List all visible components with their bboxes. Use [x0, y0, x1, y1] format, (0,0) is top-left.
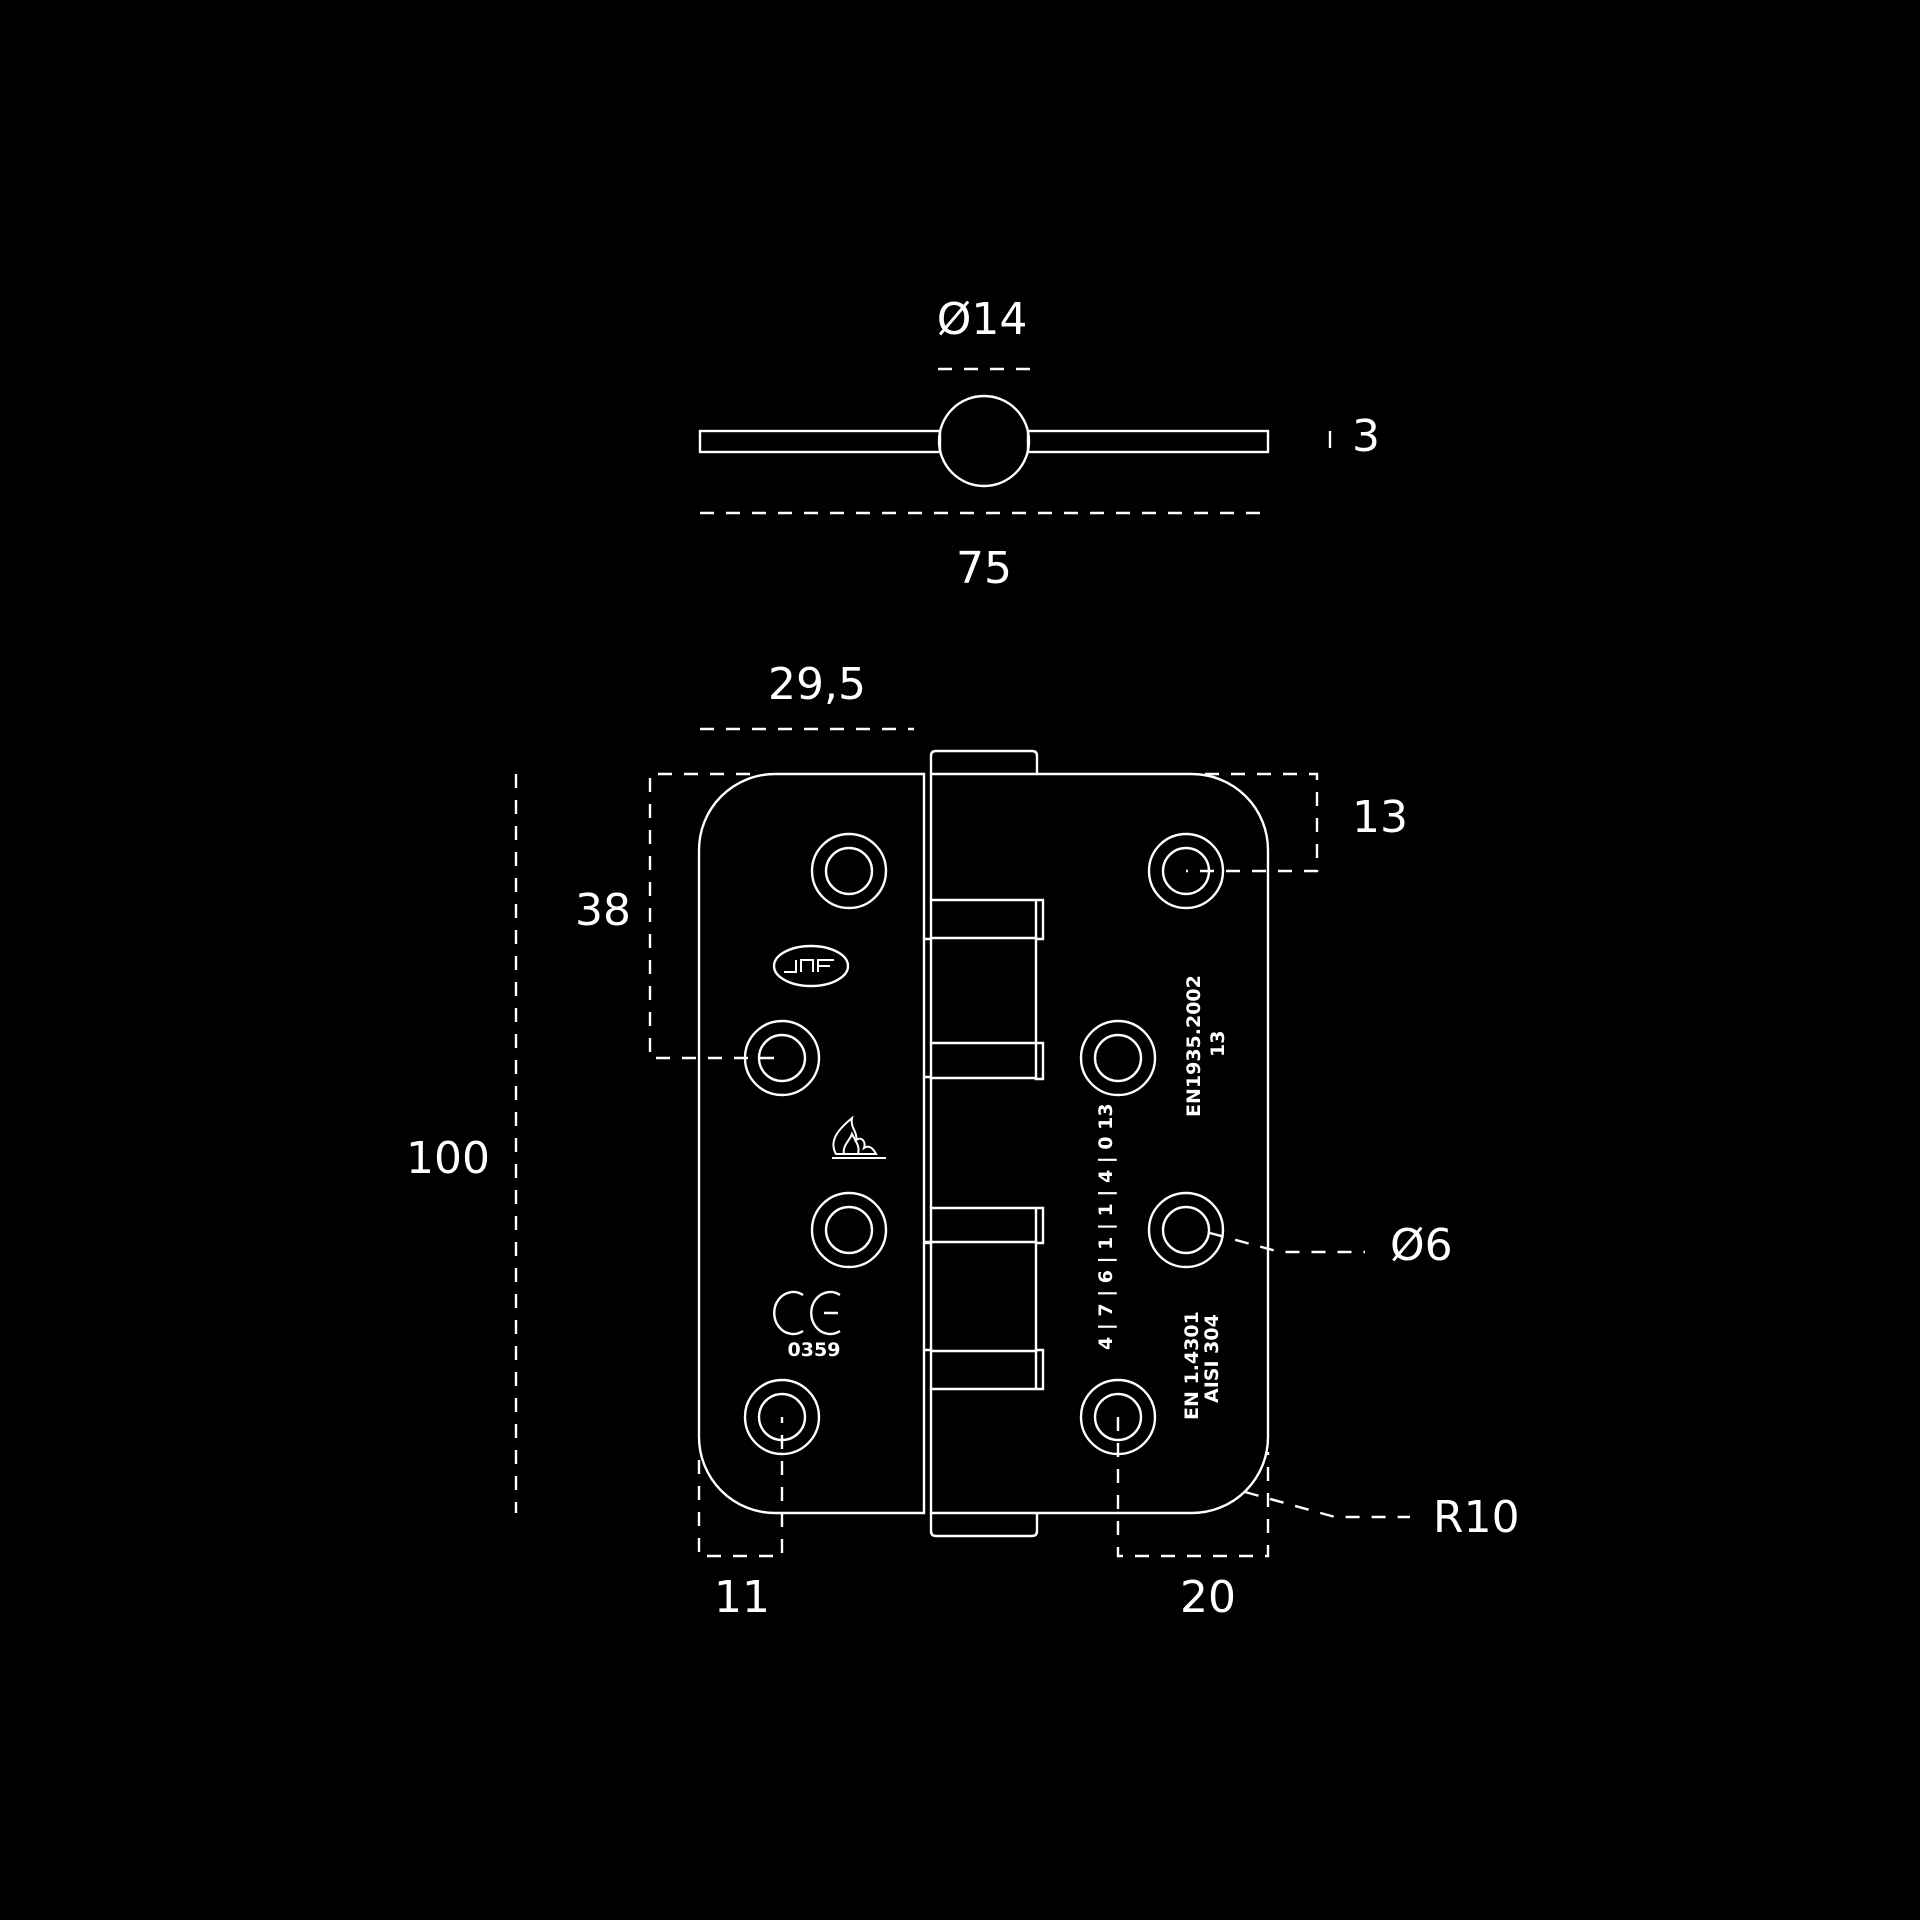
screw-hole: [1079, 1019, 1157, 1097]
hole-diameter-leader: [1209, 1231, 1365, 1254]
hole-diameter-label: Ø6: [1390, 1220, 1453, 1271]
front-view: [697, 749, 1270, 1538]
screw-hole: [1147, 1191, 1225, 1269]
ce-mark-icon: [773, 1290, 841, 1336]
screw-hole: [810, 832, 888, 910]
material-stamp-line2: AISI 304: [1201, 1314, 1223, 1403]
height-label: 100: [406, 1133, 490, 1184]
top-pin-cap: [929, 749, 1039, 774]
pin-diameter-label: Ø14: [937, 294, 1028, 345]
flame-icon: [832, 1115, 886, 1159]
screw-holes: [743, 832, 1225, 1456]
hole-spacing-dimension-line: [648, 772, 782, 1060]
standard-stamp-line1: EN1935.2002: [1183, 975, 1205, 1117]
material-stamp-line1: EN 1.4301: [1181, 1311, 1203, 1420]
top-view-left-leaf: [698, 429, 942, 454]
classification-stamp: 4 | 7 | 6 | 1 | 1 | 4 | 0 13: [1095, 1103, 1117, 1350]
corner-radius-label: R10: [1433, 1492, 1520, 1543]
top-hole-offset-label: 13: [1352, 792, 1408, 843]
left-leaf-outline: [697, 772, 1045, 1515]
bottom-pin-cap: [929, 1513, 1039, 1538]
corner-radius-leader: [1244, 1490, 1410, 1519]
jnf-logo-icon: [772, 944, 850, 988]
ce-code-text: 0359: [788, 1339, 841, 1361]
screw-hole: [743, 1019, 821, 1097]
top-view-pin: [937, 394, 1031, 488]
screw-hole: [810, 1191, 888, 1269]
leaf-thickness-label: 3: [1352, 411, 1380, 462]
right-leaf-outline: [929, 772, 1270, 1515]
top-view: [698, 394, 1270, 488]
edge-offset-left-label: 11: [714, 1572, 770, 1623]
edge-offset-right-dimension-line: [1116, 1417, 1270, 1558]
standard-stamp-line2: 13: [1207, 1031, 1229, 1057]
top-hole-offset-dimension-line: [1186, 772, 1319, 873]
hole-spacing-label: 38: [575, 885, 631, 936]
edge-offset-right-label: 20: [1180, 1572, 1236, 1623]
edge-offset-left-dimension-line: [697, 1417, 784, 1558]
total-width-label: 75: [956, 543, 1012, 594]
top-view-right-leaf: [1026, 429, 1270, 454]
leaf-width-label: 29,5: [768, 659, 866, 710]
